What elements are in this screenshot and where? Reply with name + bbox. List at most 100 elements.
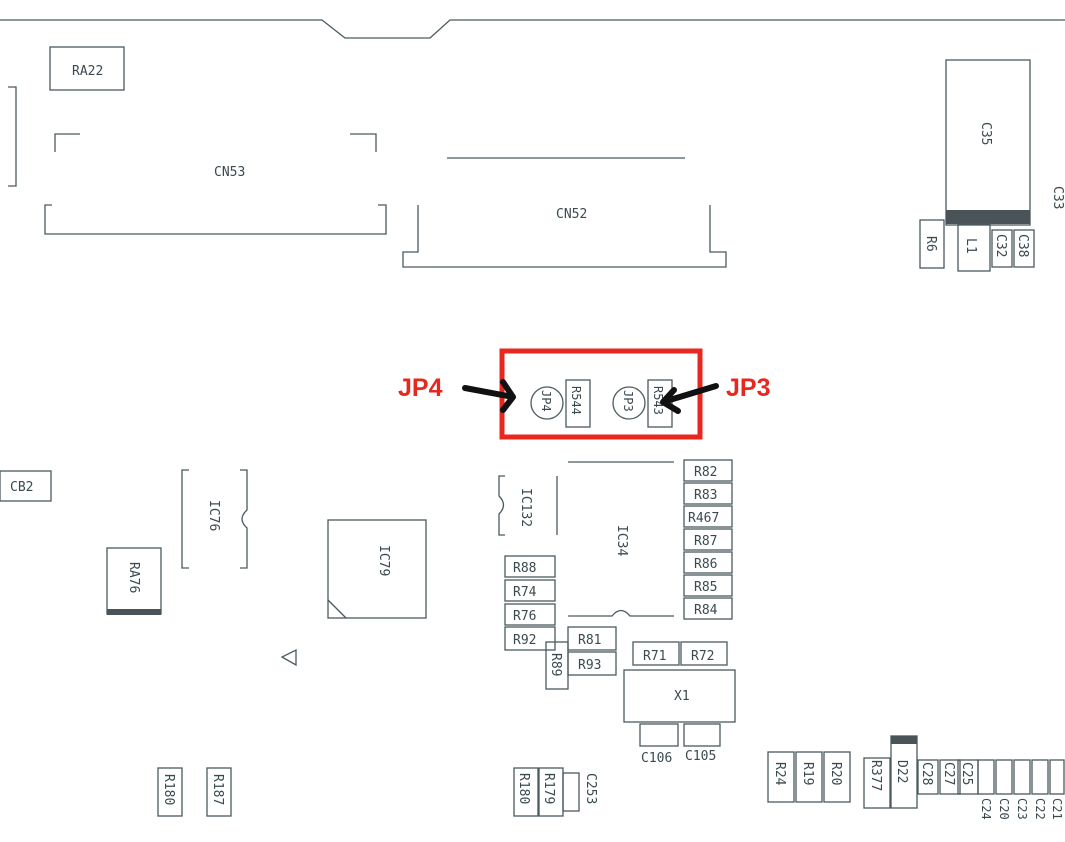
ref-c253: C253: [583, 773, 598, 804]
ref-r87: R87: [694, 534, 717, 549]
component-r19: [795, 751, 823, 803]
component-r24: [767, 751, 795, 803]
ref-r187: R187: [210, 774, 225, 805]
component-r88: [504, 555, 556, 578]
ref-c20: C20: [997, 798, 1011, 820]
ref-c24: C24: [979, 798, 993, 820]
component-jp4: [530, 386, 564, 420]
ref-jp4-silk: JP4: [539, 390, 553, 412]
ref-ra76: RA76: [126, 562, 141, 593]
ref-r20: R20: [828, 762, 843, 785]
component-r72: [680, 641, 728, 666]
ref-r76: R76: [513, 609, 536, 624]
ref-r180-b: R180: [516, 773, 531, 804]
ref-ic79: IC79: [376, 545, 391, 576]
ref-r93: R93: [578, 658, 601, 673]
d22-cathode-band: [891, 736, 917, 744]
component-r187: [206, 767, 232, 817]
ref-r71: R71: [643, 649, 666, 664]
component-r85: [683, 574, 733, 597]
ref-r88: R88: [513, 561, 536, 576]
component-ic79: [327, 519, 427, 619]
ref-cb2: CB2: [10, 480, 33, 495]
component-r180-b: [513, 767, 539, 817]
ref-r89: R89: [548, 653, 563, 676]
ref-r81: R81: [578, 633, 601, 648]
component-r76: [504, 603, 556, 626]
component-c28: [917, 759, 939, 795]
component-cn52: [402, 157, 727, 268]
ref-c105: C105: [685, 749, 716, 764]
ref-c38: C38: [1015, 234, 1030, 257]
ref-c35: C35: [978, 122, 993, 145]
component-c38: [1013, 229, 1035, 268]
component-cn53: [44, 133, 387, 235]
ref-c22: C22: [1033, 798, 1047, 820]
component-r20: [823, 751, 851, 803]
ref-r543: R543: [651, 386, 665, 415]
component-r467: [683, 505, 733, 528]
ref-r544: R544: [569, 386, 583, 415]
component-c20: [995, 759, 1013, 795]
ref-r83: R83: [694, 488, 717, 503]
ref-c23: C23: [1015, 798, 1029, 820]
component-r544: [565, 379, 591, 428]
ref-c27: C27: [941, 762, 956, 785]
callout-jp3: JP3: [726, 374, 770, 402]
component-c22: [1031, 759, 1049, 795]
component-r180: [157, 767, 183, 817]
ref-ra22: RA22: [72, 64, 103, 79]
ref-x1: X1: [674, 689, 690, 704]
arrow-jp3: [660, 383, 719, 414]
board-edge: [0, 19, 1065, 39]
ref-cn53: CN53: [214, 165, 245, 180]
component-c23: [1013, 759, 1031, 795]
component-x1: [623, 669, 736, 723]
ref-c106: C106: [641, 751, 672, 766]
component-c35: [945, 59, 1031, 226]
ref-ic34: IC34: [614, 525, 629, 556]
component-r89: [545, 641, 569, 690]
edge-bracket: [8, 86, 17, 187]
component-c105: [683, 723, 721, 747]
arrow-jp4: [462, 379, 516, 413]
ref-l1: L1: [963, 238, 978, 254]
ref-jp3-silk: JP3: [621, 390, 635, 412]
ref-r24: R24: [772, 762, 787, 786]
ref-r180: R180: [161, 774, 176, 805]
component-c24: [977, 759, 995, 795]
component-ra22: [49, 46, 125, 91]
component-r84: [683, 597, 733, 620]
component-c27: [939, 759, 961, 795]
ra76-pin1-band: [107, 609, 161, 615]
ref-r85: R85: [694, 580, 717, 595]
ref-r92: R92: [513, 633, 536, 648]
component-r83: [683, 482, 733, 505]
component-l1: [957, 223, 991, 272]
ref-c32: C32: [993, 234, 1008, 257]
ref-r72: R72: [691, 649, 714, 664]
ref-r19: R19: [800, 762, 815, 785]
component-jp3: [612, 386, 646, 420]
ref-r82: R82: [694, 465, 717, 480]
component-r92: [504, 626, 556, 651]
ref-c28: C28: [919, 762, 934, 785]
ic79-pin1-mark: [327, 599, 347, 619]
ref-ic132: IC132: [518, 488, 533, 527]
component-r543: [647, 379, 673, 428]
ref-r86: R86: [694, 557, 717, 572]
ref-d22: D22: [894, 760, 909, 783]
ref-c25: C25: [959, 762, 974, 785]
component-r82: [683, 459, 733, 482]
ref-r377: R377: [868, 760, 883, 791]
ref-r6: R6: [923, 236, 938, 252]
component-r81: [567, 626, 617, 651]
component-c32: [991, 229, 1013, 268]
ref-r74: R74: [513, 585, 537, 600]
component-ic34: [568, 461, 674, 617]
component-ic76: [181, 469, 248, 569]
ref-r467: R467: [688, 511, 719, 526]
ref-cn52: CN52: [556, 207, 587, 222]
ref-r179: R179: [541, 773, 556, 804]
c35-polarity-band: [946, 210, 1030, 224]
